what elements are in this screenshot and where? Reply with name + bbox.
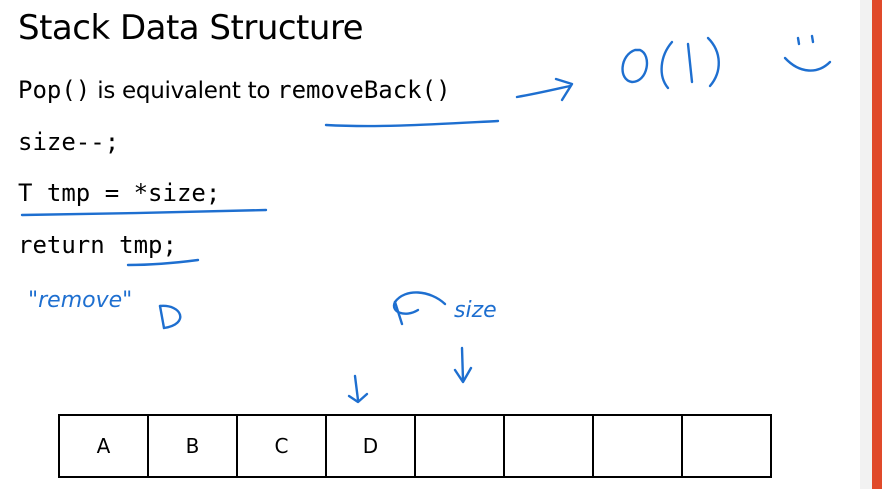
o1-one — [686, 42, 694, 84]
o1-o — [621, 48, 649, 84]
o1-open-paren — [660, 40, 674, 90]
remove-note: "remove" — [28, 288, 133, 313]
remove-d-stem — [158, 304, 166, 330]
pop-line: Pop() is equivalent to removeBack() — [18, 76, 451, 104]
equivalent-text: is equivalent to — [90, 78, 278, 104]
d-down-arrow-head — [347, 392, 369, 404]
arrow-head — [554, 77, 574, 102]
smiley-mouth — [783, 56, 832, 72]
array-cell — [683, 416, 770, 476]
array-cell — [416, 416, 505, 476]
smiley-eye-left — [796, 36, 801, 46]
array-cell: C — [238, 416, 327, 476]
accent-bar — [872, 0, 882, 489]
curl-arrow-tail — [393, 300, 404, 326]
array-cell: B — [149, 416, 238, 476]
return-line: return tmp; — [18, 231, 177, 259]
removeback-code: removeBack() — [277, 76, 451, 104]
tmp-assign-line: T tmp = *size; — [18, 179, 221, 207]
arrow-to-o1 — [515, 84, 572, 99]
array-cell — [594, 416, 683, 476]
underline-removeback — [324, 119, 500, 128]
smiley-eye-right — [810, 34, 815, 44]
curl-arrow — [392, 291, 447, 315]
remove-d-bowl — [158, 304, 182, 330]
o1-close-paren — [706, 36, 720, 88]
size-down-arrow-head — [453, 366, 473, 384]
size-note: size — [454, 298, 497, 323]
d-down-arrow — [353, 374, 360, 402]
array-cell — [505, 416, 594, 476]
size-down-arrow — [460, 346, 465, 382]
underline-tmp — [126, 258, 200, 267]
array-cell: D — [327, 416, 416, 476]
window-gap — [860, 0, 872, 489]
pop-code: Pop() — [18, 76, 91, 104]
array-cell: A — [60, 416, 149, 476]
size-decrement-line: size--; — [18, 128, 120, 156]
underline-tmp-assign — [20, 208, 268, 217]
stack-array: A B C D — [58, 414, 772, 478]
slide-title: Stack Data Structure — [18, 8, 364, 48]
